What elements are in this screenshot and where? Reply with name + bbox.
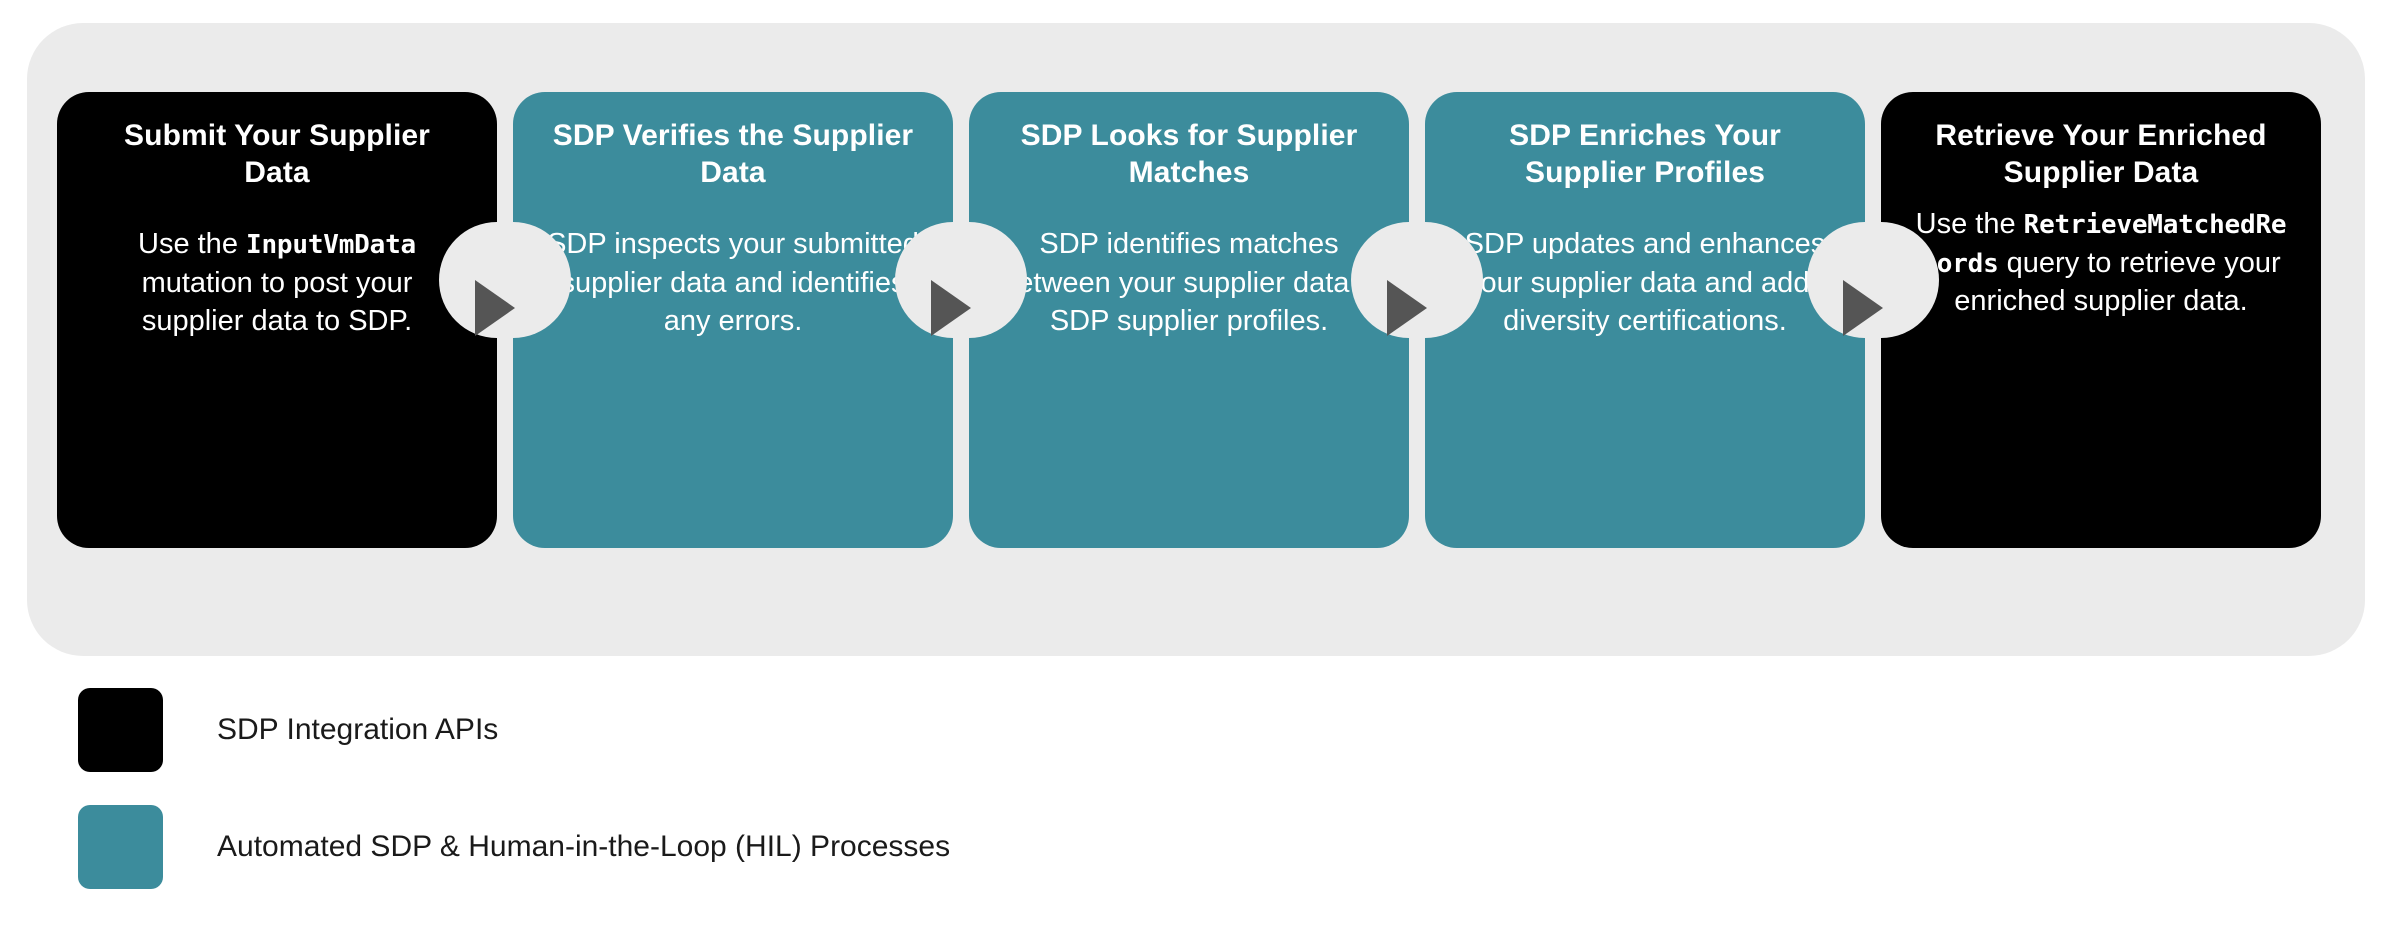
flow-step-title: Retrieve Your Enriched Supplier Data <box>1935 119 2267 189</box>
flow-arrow-icon <box>1843 280 1883 336</box>
flow-arrow-icon <box>931 280 971 336</box>
body-text-after: mutation to post your supplier data to S… <box>141 266 413 338</box>
flow-step-body: SDP identifies matches between your supp… <box>1001 228 1377 338</box>
code-token: RetrieveMatchedRecords <box>1921 210 2287 279</box>
flow-step-body: Use the RetrieveMatchedRecords query to … <box>1911 205 2291 321</box>
flow-step-title: Submit Your Supplier Data <box>124 119 430 189</box>
code-token: InputVmData <box>246 230 416 261</box>
flow-step-sdp-verifies-supplier-data[interactable]: SDP Verifies the Supplier Data SDP inspe… <box>455 92 1011 548</box>
flow-step-title: SDP Verifies the Supplier Data <box>552 119 914 189</box>
flow-arrow-icon <box>1387 280 1427 336</box>
body-text-after: query to retrieve your enriched supplier… <box>1954 246 2281 318</box>
flow-step-sdp-looks-for-supplier-matches[interactable]: SDP Looks for Supplier Matches SDP ident… <box>911 92 1467 548</box>
legend: SDP Integration APIs Automated SDP & Hum… <box>78 688 1478 889</box>
flow-step-sdp-enriches-supplier-profiles[interactable]: SDP Enriches Your Supplier Profiles SDP … <box>1367 92 1923 548</box>
flow-arrow-icon <box>475 280 515 336</box>
legend-swatch-icon <box>78 688 163 772</box>
flow-step-body: SDP updates and enhances your supplier d… <box>1464 228 1826 338</box>
legend-item-process: Automated SDP & Human-in-the-Loop (HIL) … <box>78 805 1478 889</box>
legend-swatch-icon <box>78 805 163 889</box>
legend-item-api: SDP Integration APIs <box>78 688 1478 772</box>
flow-step-title: SDP Looks for Supplier Matches <box>1020 119 1358 189</box>
diagram-panel: Submit Your Supplier Data Use the InputV… <box>27 23 2365 656</box>
flow-step-body: Use the InputVmData mutation to post you… <box>87 225 467 341</box>
flow-step-body: SDP inspects your submitted supplier dat… <box>547 228 919 338</box>
flow-step-retrieve-enriched-supplier-data[interactable]: Retrieve Your Enriched Supplier Data Use… <box>1823 92 2321 548</box>
body-text-before: Use the <box>138 228 246 261</box>
legend-label: Automated SDP & Human-in-the-Loop (HIL) … <box>217 830 951 863</box>
body-text-before: Use the <box>1915 208 2024 241</box>
legend-label: SDP Integration APIs <box>217 713 499 746</box>
process-flow-row: Submit Your Supplier Data Use the InputV… <box>57 92 2321 548</box>
flow-step-title: SDP Enriches Your Supplier Profiles <box>1509 119 1781 189</box>
flow-step-submit-supplier-data[interactable]: Submit Your Supplier Data Use the InputV… <box>57 92 555 548</box>
